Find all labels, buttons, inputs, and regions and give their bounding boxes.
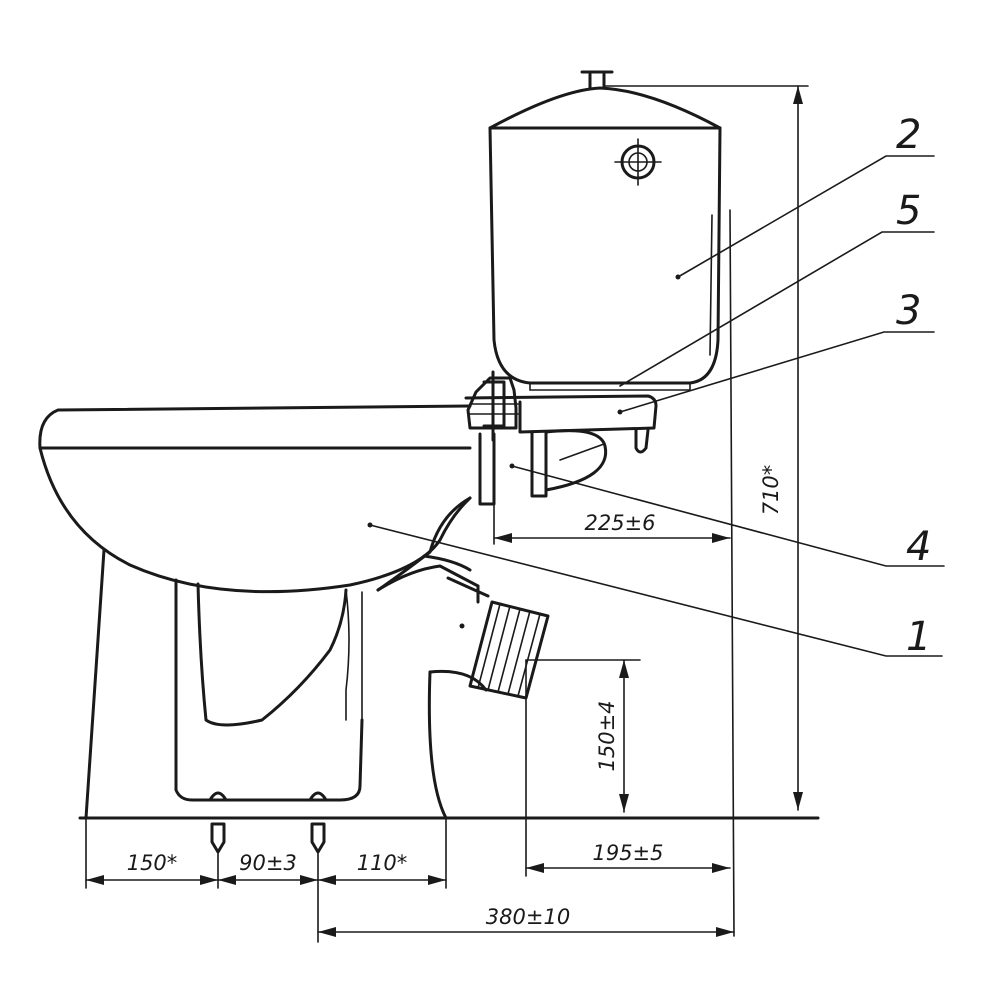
callout-2: 2 (896, 112, 921, 158)
callout-3: 3 (896, 288, 921, 334)
dim-225: 225±6 (584, 511, 655, 535)
callout-4: 4 (906, 524, 931, 570)
dim-150: 150* (127, 851, 178, 875)
dim-150-vertical: 150±4 (595, 700, 619, 771)
dim-710: 710* (759, 465, 783, 516)
anchor-bolt-icon (208, 791, 228, 854)
anchor-bolt-icon (308, 791, 328, 854)
callout-1: 1 (906, 614, 931, 660)
cistern-shelf (464, 370, 691, 454)
dim-110: 110* (357, 851, 408, 875)
dim-380: 380±10 (486, 905, 570, 929)
water-inlet-icon (614, 138, 662, 186)
flush-pipe (478, 429, 608, 506)
toilet-bowl (38, 404, 490, 721)
dim-195: 195±5 (592, 841, 663, 865)
callout-5: 5 (896, 188, 921, 234)
dimension-lines (85, 85, 809, 943)
dim-90: 90±3 (239, 851, 297, 875)
center-dots (367, 274, 681, 629)
callout-leaders (369, 155, 945, 657)
pedestal (78, 548, 820, 854)
cistern (488, 70, 722, 385)
